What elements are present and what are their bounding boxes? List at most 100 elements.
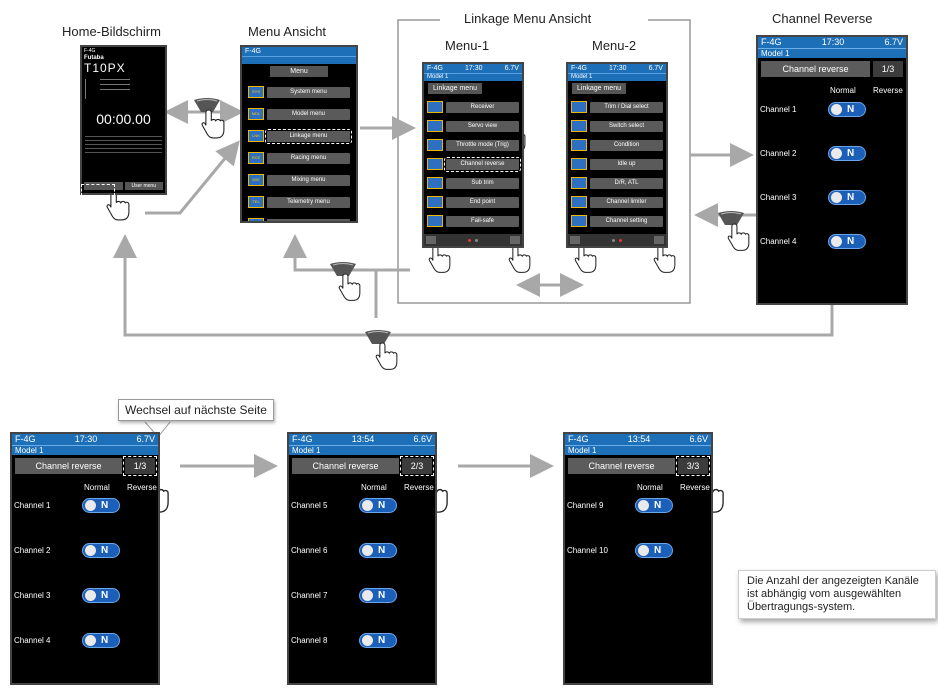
menu-item-label[interactable]: System menu: [267, 86, 350, 98]
reverse-toggle[interactable]: N: [82, 633, 120, 648]
reverse-toggle[interactable]: N: [635, 498, 673, 513]
menu-item-label[interactable]: Sub trim: [446, 177, 519, 189]
menu-item-icon: [427, 196, 443, 208]
reverse-toggle[interactable]: N: [82, 588, 120, 603]
menu-item[interactable]: Channel limiter: [571, 196, 663, 208]
reverse-toggle[interactable]: N: [82, 543, 120, 558]
menu-item[interactable]: End point: [427, 196, 519, 208]
menu-item-icon: [427, 177, 443, 189]
menu-item[interactable]: Condition: [571, 139, 663, 151]
back-key-icon: [194, 98, 220, 112]
menu-item-label[interactable]: Accessory menu: [267, 218, 350, 221]
toggle-knob: [831, 192, 842, 203]
reverse-toggle[interactable]: N: [359, 498, 397, 513]
menu-item-label[interactable]: Channel reverse: [444, 156, 521, 172]
menu-item-label[interactable]: Racing menu: [267, 152, 350, 164]
status-volt: 6.7V: [884, 37, 903, 47]
menu-item-label[interactable]: Fail-safe: [446, 215, 519, 227]
menu-item-label[interactable]: Receiver: [446, 101, 519, 113]
menu-item[interactable]: Throttle mode (Trig): [427, 139, 519, 151]
reverse-toggle[interactable]: N: [635, 543, 673, 558]
menu2-title: Linkage menu: [572, 83, 626, 94]
menu-item[interactable]: D/R, ATL: [571, 177, 663, 189]
menu-item-label[interactable]: Mixing menu: [267, 174, 350, 186]
status-left: F-4G: [761, 37, 782, 47]
channel-label: Channel 4: [14, 636, 51, 645]
reverse-toggle[interactable]: N: [828, 234, 866, 249]
menu-item-label[interactable]: D/R, ATL: [590, 177, 663, 189]
label-menu2: Menu-2: [592, 38, 637, 53]
menu-item-icon: SYS: [248, 86, 264, 98]
page-button[interactable]: 2/3: [400, 456, 434, 476]
hand-icon: [338, 273, 361, 301]
page-button[interactable]: 1/3: [873, 61, 903, 77]
channel-label: Channel 5: [291, 501, 328, 510]
menu-item-label[interactable]: Model menu: [267, 108, 350, 120]
model-bar: Model 1: [12, 445, 158, 455]
menu-item-label[interactable]: Channel limiter: [590, 196, 663, 208]
status-time: 13:54: [351, 434, 375, 444]
menu-item-label[interactable]: Switch select: [590, 120, 663, 132]
model-bar: Model 1: [758, 48, 906, 58]
toggle-knob: [362, 590, 373, 601]
toggle-state: N: [101, 590, 109, 601]
page-button[interactable]: 3/3: [676, 456, 710, 476]
menu-item[interactable]: Fail-safe: [427, 215, 519, 227]
channel-label: Channel 4: [760, 237, 797, 246]
page-button[interactable]: 1/3: [123, 456, 157, 476]
toggle-knob: [85, 545, 96, 556]
menu-item-icon: [571, 101, 587, 113]
col-normal: Normal: [830, 86, 856, 95]
toggle-knob: [831, 104, 842, 115]
menu-item[interactable]: Channel setting: [571, 215, 663, 227]
menu-item-label[interactable]: Condition: [590, 139, 663, 151]
menu-item-icon: ACC: [248, 218, 264, 221]
reverse-toggle[interactable]: N: [828, 146, 866, 161]
home-user-menu-button[interactable]: User menu: [124, 182, 163, 190]
linkage-frame: [397, 19, 691, 304]
menu-item-label[interactable]: Linkage menu: [265, 128, 352, 144]
toggle-state: N: [847, 236, 855, 247]
cr-title: Channel reverse: [292, 458, 399, 474]
menu-item[interactable]: Servo view: [427, 120, 519, 132]
reverse-toggle[interactable]: N: [82, 498, 120, 513]
menu-item-icon: [571, 120, 587, 132]
menu-item-label[interactable]: Trim / Dial select: [590, 101, 663, 113]
status-left: F-4G: [568, 434, 589, 444]
menu-item-label[interactable]: Servo view: [446, 120, 519, 132]
menu-item[interactable]: Switch select: [571, 120, 663, 132]
menu-item-label[interactable]: Idle up: [590, 158, 663, 170]
menu-item-label[interactable]: Telemetry menu: [267, 196, 350, 208]
home-btn-left[interactable]: [84, 182, 123, 190]
status-volt: 6.7V: [136, 434, 155, 444]
reverse-toggle[interactable]: N: [828, 102, 866, 117]
menu-item-label[interactable]: Throttle mode (Trig): [446, 139, 519, 151]
reverse-toggle[interactable]: N: [359, 588, 397, 603]
menu-item[interactable]: Sub trim: [427, 177, 519, 189]
menu-item[interactable]: Receiver: [427, 101, 519, 113]
home-brand: Futaba: [84, 55, 104, 61]
menu-item-label[interactable]: End point: [446, 196, 519, 208]
menu-item[interactable]: ACCAccessory menu: [248, 217, 350, 221]
channel-label: Channel 3: [14, 591, 51, 600]
menu-item-icon: [427, 158, 443, 170]
reverse-toggle[interactable]: N: [359, 633, 397, 648]
reverse-toggle[interactable]: N: [359, 543, 397, 558]
status-time: 13:54: [627, 434, 651, 444]
menu-item-icon: MDL: [248, 108, 264, 120]
menu-item[interactable]: Idle up: [571, 158, 663, 170]
menu-item-label[interactable]: Channel setting: [590, 215, 663, 227]
menu-item[interactable]: Trim / Dial select: [571, 101, 663, 113]
cr-title: Channel reverse: [761, 61, 870, 77]
reverse-toggle[interactable]: N: [828, 190, 866, 205]
page-change-callout: Wechsel auf nächste Seite: [118, 399, 274, 421]
label-channel-reverse: Channel Reverse: [772, 11, 873, 26]
menu-item[interactable]: Channel reverse: [427, 156, 521, 172]
